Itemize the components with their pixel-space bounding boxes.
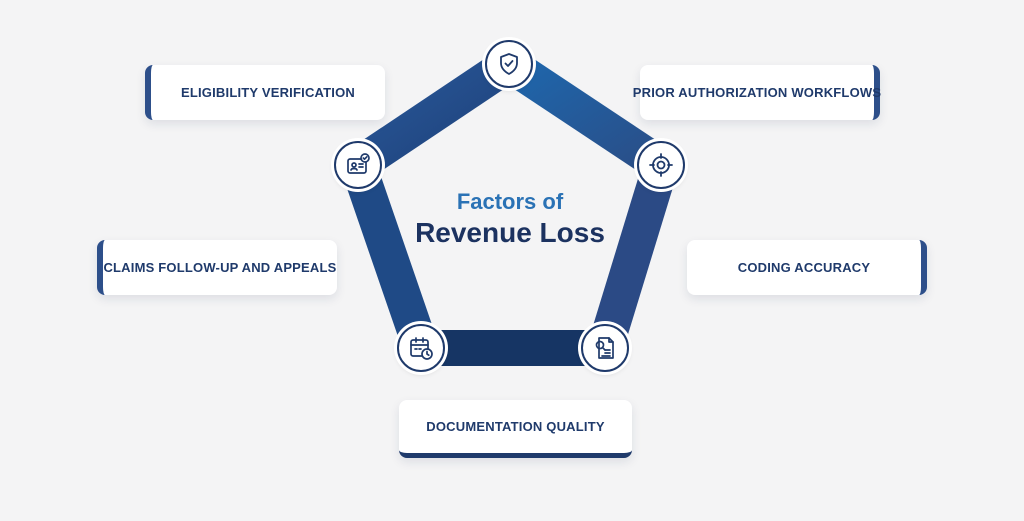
factor-card-eligibility: ELIGIBILITY VERIFICATION bbox=[145, 65, 385, 120]
shield-check-icon bbox=[485, 40, 533, 88]
edge-left bbox=[340, 159, 439, 354]
calendar-clock-icon bbox=[397, 324, 445, 372]
diagram-title: Factors of Revenue Loss bbox=[400, 189, 620, 249]
title-line-2: Revenue Loss bbox=[415, 217, 605, 249]
edge-top-left bbox=[347, 49, 520, 180]
factor-card-prior-authorization: PRIOR AUTHORIZATION WORKFLOWS bbox=[633, 65, 881, 120]
factor-card-coding-accuracy: CODING ACCURACY bbox=[687, 240, 927, 295]
target-icon bbox=[637, 141, 685, 189]
document-search-icon bbox=[581, 324, 629, 372]
factor-card-documentation-quality: DOCUMENTATION QUALITY bbox=[399, 400, 632, 458]
edge-right bbox=[587, 159, 679, 354]
factor-card-claims-follow-up: CLAIMS FOLLOW-UP AND APPEALS bbox=[97, 240, 337, 295]
title-line-1: Factors of bbox=[456, 189, 564, 214]
edge-top-right bbox=[499, 49, 671, 180]
id-card-check-icon bbox=[334, 141, 382, 189]
